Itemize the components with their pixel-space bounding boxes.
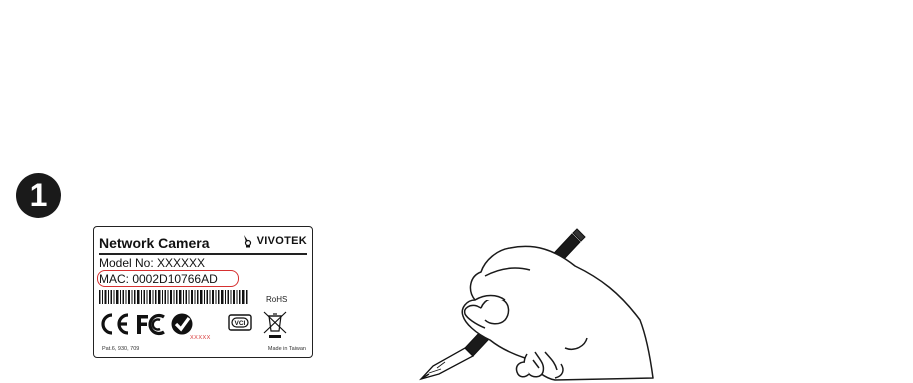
c-tick-mark-icon — [172, 314, 193, 335]
barcode — [99, 290, 249, 304]
rohs-text: RoHS — [266, 295, 287, 304]
vivotek-logo-icon — [243, 234, 253, 248]
model-number: Model No: XXXXXX — [99, 256, 205, 270]
fcc-mark-icon — [137, 315, 164, 334]
patent-number: Pat.6, 930, 709 — [102, 346, 139, 352]
country-of-origin: Made in Taiwan — [268, 346, 306, 352]
certification-placeholder: XXXXX — [190, 335, 211, 341]
product-name: Network Camera — [99, 235, 210, 251]
product-label: Network Camera VIVOTEK Model No: XXXXXX … — [93, 226, 313, 358]
step-number-badge: 1 — [16, 173, 61, 218]
label-header: Network Camera VIVOTEK — [99, 234, 307, 254]
brand-logo: VIVOTEK — [243, 234, 307, 248]
svg-text:VCI: VCI — [235, 320, 246, 327]
weee-crossed-bin-icon — [264, 312, 286, 338]
hand-writing-with-pen-illustration — [415, 228, 655, 383]
header-divider — [99, 253, 307, 255]
vcci-mark-icon: VCI — [229, 315, 251, 330]
ce-mark-icon — [103, 315, 128, 333]
mac-address: MAC: 0002D10766AD — [99, 272, 218, 286]
hand-icon — [462, 246, 653, 380]
brand-name: VIVOTEK — [257, 235, 307, 247]
